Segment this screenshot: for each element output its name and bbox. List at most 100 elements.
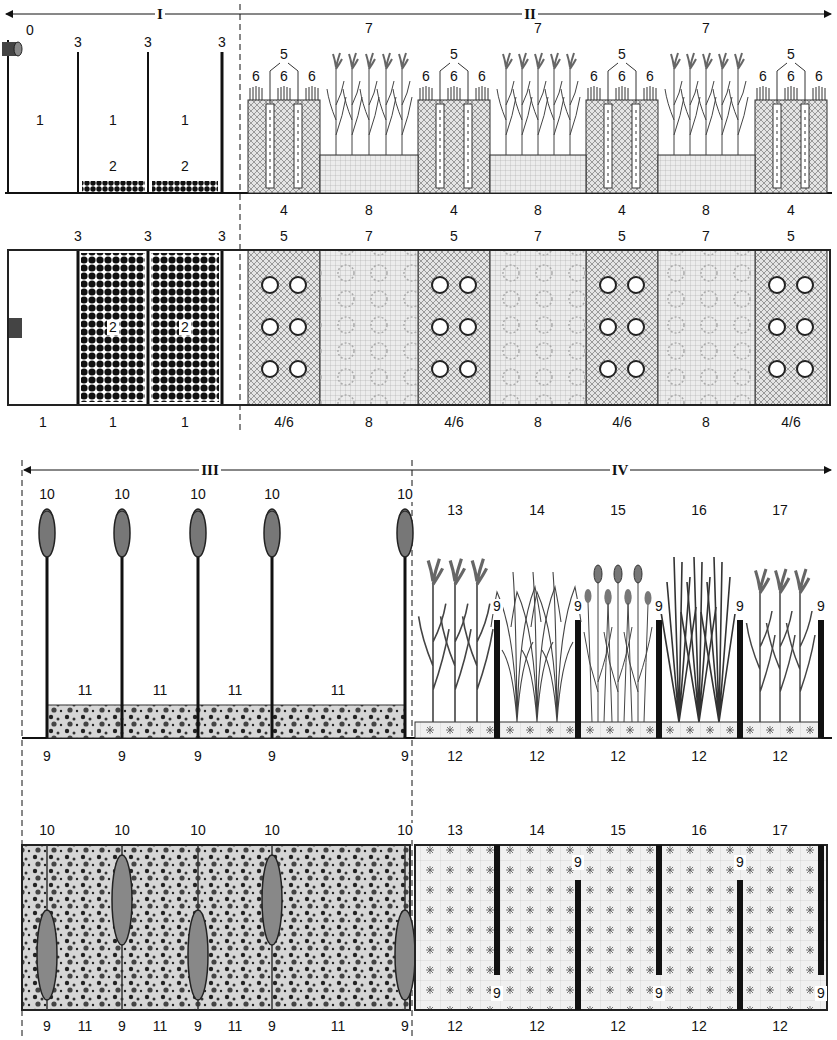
callout-number: 10 <box>188 487 208 502</box>
callout-number: 9 <box>192 1019 204 1034</box>
callout-number: 9 <box>734 855 746 870</box>
stage-two-side-view <box>248 53 827 193</box>
callout-number: 12 <box>770 749 790 764</box>
callout-number: 9 <box>491 599 503 614</box>
callout-number: 12 <box>445 1019 465 1034</box>
section-numeral: III <box>199 463 221 478</box>
callout-number: 9 <box>116 1019 128 1034</box>
callout-number: 12 <box>689 1019 709 1034</box>
section-numeral: II <box>522 7 538 22</box>
callout-number: 7 <box>700 229 712 244</box>
callout-number: 12 <box>445 749 465 764</box>
callout-number: 11 <box>151 1019 170 1034</box>
callout-number: 2 <box>107 320 119 335</box>
stage-three-four-plan-view <box>22 845 827 1010</box>
callout-number: 3 <box>72 35 84 50</box>
callout-number: 15 <box>608 823 628 838</box>
callout-number: 9 <box>653 599 665 614</box>
callout-number: 13 <box>445 503 465 518</box>
callout-number: 8 <box>532 203 544 218</box>
callout-number: 5 <box>785 229 797 244</box>
callout-number: 10 <box>188 823 208 838</box>
callout-number: 7 <box>532 21 544 36</box>
callout-number: 12 <box>608 749 628 764</box>
section-numeral: I <box>155 7 165 22</box>
stage-three-side-view <box>22 509 832 738</box>
callout-number: 6 <box>306 69 318 84</box>
callout-number: 1 <box>179 415 191 430</box>
callout-number: 9 <box>653 986 665 1001</box>
callout-number: 11 <box>329 1019 348 1034</box>
callout-number: 4/6 <box>610 415 633 430</box>
callout-number: 0 <box>24 23 36 38</box>
callout-number: 9 <box>399 1019 411 1034</box>
callout-number: 13 <box>445 823 465 838</box>
callout-number: 12 <box>527 1019 547 1034</box>
callout-number: 10 <box>37 487 57 502</box>
callout-number: 9 <box>399 749 411 764</box>
callout-number: 6 <box>250 69 262 84</box>
callout-number: 14 <box>527 823 547 838</box>
callout-number: 3 <box>72 229 84 244</box>
callout-number: 7 <box>700 21 712 36</box>
callout-number: 10 <box>262 823 282 838</box>
callout-number: 7 <box>532 229 544 244</box>
callout-number: 1 <box>179 113 191 128</box>
callout-number: 10 <box>395 487 415 502</box>
callout-number: 9 <box>734 599 746 614</box>
callout-number: 6 <box>616 69 628 84</box>
callout-number: 11 <box>76 683 95 698</box>
callout-number: 12 <box>689 749 709 764</box>
stage-one-side-view <box>2 40 832 193</box>
callout-number: 4/6 <box>779 415 802 430</box>
callout-number: 10 <box>262 487 282 502</box>
callout-number: 9 <box>41 1019 53 1034</box>
callout-number: 9 <box>266 1019 278 1034</box>
stage-four-side-view <box>415 557 824 738</box>
callout-number: 11 <box>329 683 348 698</box>
callout-number: 2 <box>179 159 191 174</box>
callout-number: 2 <box>179 320 191 335</box>
callout-number: 12 <box>770 1019 790 1034</box>
callout-number: 11 <box>151 683 170 698</box>
callout-number: 5 <box>616 47 628 62</box>
callout-number: 16 <box>689 503 709 518</box>
callout-number: 1 <box>107 415 119 430</box>
callout-number: 9 <box>192 749 204 764</box>
callout-number: 1 <box>34 113 46 128</box>
section-numeral: IV <box>610 463 631 478</box>
callout-number: 3 <box>216 229 228 244</box>
callout-number: 16 <box>689 823 709 838</box>
callout-number: 8 <box>700 203 712 218</box>
callout-number: 7 <box>363 21 375 36</box>
callout-number: 5 <box>278 47 290 62</box>
callout-number: 2 <box>107 159 119 174</box>
callout-number: 8 <box>532 415 544 430</box>
callout-number: 14 <box>527 503 547 518</box>
callout-number: 6 <box>757 69 769 84</box>
callout-number: 3 <box>142 35 154 50</box>
callout-number: 5 <box>785 47 797 62</box>
callout-number: 4 <box>785 203 797 218</box>
callout-number: 11 <box>226 1019 245 1034</box>
callout-number: 10 <box>112 823 132 838</box>
callout-number: 6 <box>588 69 600 84</box>
callout-number: 9 <box>491 986 503 1001</box>
callout-number: 5 <box>616 229 628 244</box>
callout-number: 3 <box>216 35 228 50</box>
callout-number: 7 <box>363 229 375 244</box>
callout-number: 3 <box>142 229 154 244</box>
callout-number: 5 <box>448 47 460 62</box>
callout-number: 1 <box>37 415 49 430</box>
callout-number: 4 <box>616 203 628 218</box>
callout-number: 6 <box>813 69 825 84</box>
callout-number: 11 <box>226 683 245 698</box>
callout-number: 6 <box>785 69 797 84</box>
callout-number: 6 <box>420 69 432 84</box>
callout-number: 4/6 <box>442 415 465 430</box>
callout-number: 12 <box>527 749 547 764</box>
callout-number: 5 <box>448 229 460 244</box>
callout-number: 10 <box>37 823 57 838</box>
